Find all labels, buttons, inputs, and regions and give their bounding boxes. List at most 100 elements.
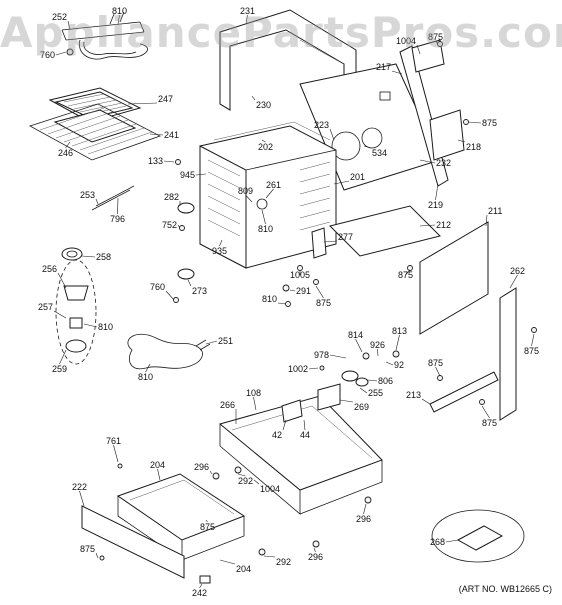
hinge-42[interactable] — [281, 399, 303, 423]
ring-258[interactable] — [61, 247, 83, 261]
screw-875-rail-left[interactable] — [437, 375, 443, 381]
leader-line-204b — [219, 559, 236, 565]
callout-232: 232 — [436, 158, 451, 168]
callout-42: 42 — [272, 430, 282, 440]
callout-108: 108 — [246, 388, 261, 398]
leader-line-875a — [435, 40, 439, 45]
glide-296-left[interactable] — [212, 472, 220, 480]
light-socket-273[interactable] — [177, 268, 195, 280]
leader-line-292a — [237, 473, 246, 477]
rail-213[interactable] — [429, 371, 499, 413]
light-assembly-256[interactable] — [55, 259, 97, 365]
insulation-202[interactable] — [213, 121, 331, 141]
outer-wrapper-231[interactable] — [219, 9, 357, 117]
callout-202: 202 — [258, 142, 273, 152]
vent-bracket-1004[interactable] — [411, 39, 445, 73]
screw-760-top[interactable] — [66, 48, 74, 56]
leader-line-810c — [277, 302, 287, 305]
screw-875-drawer[interactable] — [99, 555, 105, 561]
callout-875a: 875 — [428, 32, 443, 42]
screw-760-mid[interactable] — [173, 297, 179, 303]
screw-875-far-right[interactable] — [531, 327, 537, 333]
oven-rack-241[interactable] — [28, 103, 162, 161]
callout-875h: 875 — [200, 522, 215, 532]
leader-line-202 — [261, 139, 266, 143]
drawer-frame-266[interactable] — [218, 395, 383, 515]
callout-258: 258 — [96, 252, 111, 262]
screw-875-rail-right[interactable] — [479, 399, 485, 405]
leader-line-875g — [481, 405, 490, 419]
leader-line-251 — [205, 340, 218, 345]
switch-cluster-255[interactable] — [341, 350, 400, 387]
callout-875f: 875 — [428, 358, 443, 368]
callout-296c: 296 — [308, 552, 323, 562]
leader-line-213 — [421, 398, 431, 405]
screw-810-mid[interactable] — [285, 301, 291, 307]
callout-875e: 875 — [524, 346, 539, 356]
leader-line-814 — [355, 338, 363, 353]
leader-line-1004a — [416, 44, 421, 55]
callout-978: 978 — [314, 350, 329, 360]
screw-761[interactable] — [117, 463, 123, 469]
leader-line-223 — [329, 128, 335, 141]
leader-line-810e — [145, 363, 151, 373]
callout-262: 262 — [510, 266, 525, 276]
nut-292-bottom[interactable] — [258, 548, 266, 556]
side-trim-262[interactable] — [499, 287, 517, 421]
screw-133[interactable] — [175, 159, 181, 165]
bracket-277[interactable] — [311, 227, 327, 259]
broiler-pan-bottom-246[interactable] — [53, 109, 137, 143]
leader-line-273 — [187, 279, 192, 287]
leader-line-809 — [245, 194, 253, 203]
storage-drawer-204[interactable] — [116, 473, 246, 561]
broil-element-252[interactable] — [61, 11, 148, 60]
screw-875-right[interactable] — [463, 119, 469, 125]
leader-line-92 — [385, 361, 394, 366]
glide-296-right[interactable] — [364, 496, 372, 504]
callout-230: 230 — [256, 100, 271, 110]
clip-242[interactable] — [199, 575, 211, 584]
callout-201: 201 — [350, 172, 365, 182]
callout-204b: 204 — [236, 564, 251, 574]
callout-796: 796 — [110, 214, 125, 224]
screw-1002[interactable] — [319, 365, 325, 371]
leader-line-231 — [245, 14, 248, 25]
callout-212: 212 — [436, 220, 451, 230]
bracket-269[interactable] — [317, 383, 341, 411]
callout-810e: 810 — [138, 372, 153, 382]
screw-875-mid[interactable] — [313, 279, 319, 285]
leader-line-810d — [83, 323, 98, 328]
leader-line-296b — [363, 503, 367, 515]
knob-282[interactable] — [177, 202, 195, 214]
oven-cavity-201[interactable] — [199, 125, 337, 269]
leader-line-242 — [199, 583, 203, 589]
side-trim-218[interactable] — [429, 109, 465, 161]
screw-752[interactable] — [179, 225, 185, 231]
drawer-front-222[interactable] — [81, 505, 185, 579]
leader-line-796 — [117, 197, 119, 215]
drawer-roller-268[interactable] — [431, 509, 525, 563]
screw-875-panel[interactable] — [407, 265, 413, 271]
side-panel-211[interactable] — [419, 221, 489, 335]
screw-875-top-right[interactable] — [437, 41, 443, 47]
probe-253[interactable] — [91, 185, 135, 211]
callout-296b: 296 — [356, 514, 371, 524]
leader-line-241 — [149, 133, 164, 136]
callout-291: 291 — [296, 286, 311, 296]
callout-92: 92 — [394, 360, 404, 370]
callout-282: 282 — [164, 192, 179, 202]
leader-line-296a — [209, 470, 213, 475]
callout-277: 277 — [338, 232, 353, 242]
callout-255: 255 — [368, 388, 383, 398]
art-number: (ART NO. WB12665 C) — [458, 584, 552, 594]
heat-shield-212[interactable] — [329, 205, 441, 257]
callout-219: 219 — [428, 200, 443, 210]
nut-292-left[interactable] — [234, 466, 242, 474]
clip-291[interactable] — [282, 284, 290, 292]
callout-809: 809 — [238, 186, 253, 196]
leader-line-212 — [419, 224, 436, 227]
bake-element-251[interactable] — [127, 333, 211, 370]
leader-line-810a — [117, 14, 120, 25]
leader-line-935 — [219, 239, 223, 247]
glide-296-bottom[interactable] — [312, 540, 320, 548]
